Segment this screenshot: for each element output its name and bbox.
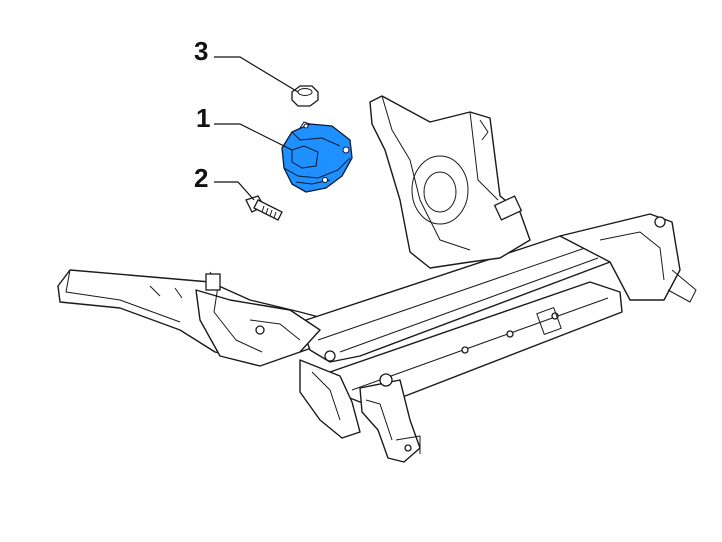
- callout-leaders: [214, 56, 299, 201]
- subframe-right-rail: [559, 213, 681, 301]
- callout-number-3: 3: [194, 36, 208, 66]
- subframe-rear-leg: [359, 379, 421, 463]
- leader-line-3: [214, 56, 299, 93]
- subframe-upper-bracket: [369, 95, 531, 269]
- front-subframe: [57, 95, 697, 463]
- leader-line-1: [214, 123, 293, 151]
- callout-number-2: 2: [194, 163, 208, 193]
- bolt-part-2: [245, 195, 283, 221]
- subframe-left-leg: [299, 359, 361, 439]
- leader-line-2: [214, 181, 255, 201]
- nut-part-3: [291, 85, 319, 107]
- callout-number-1: 1: [196, 103, 210, 133]
- engine-mount-part-1: [281, 121, 353, 193]
